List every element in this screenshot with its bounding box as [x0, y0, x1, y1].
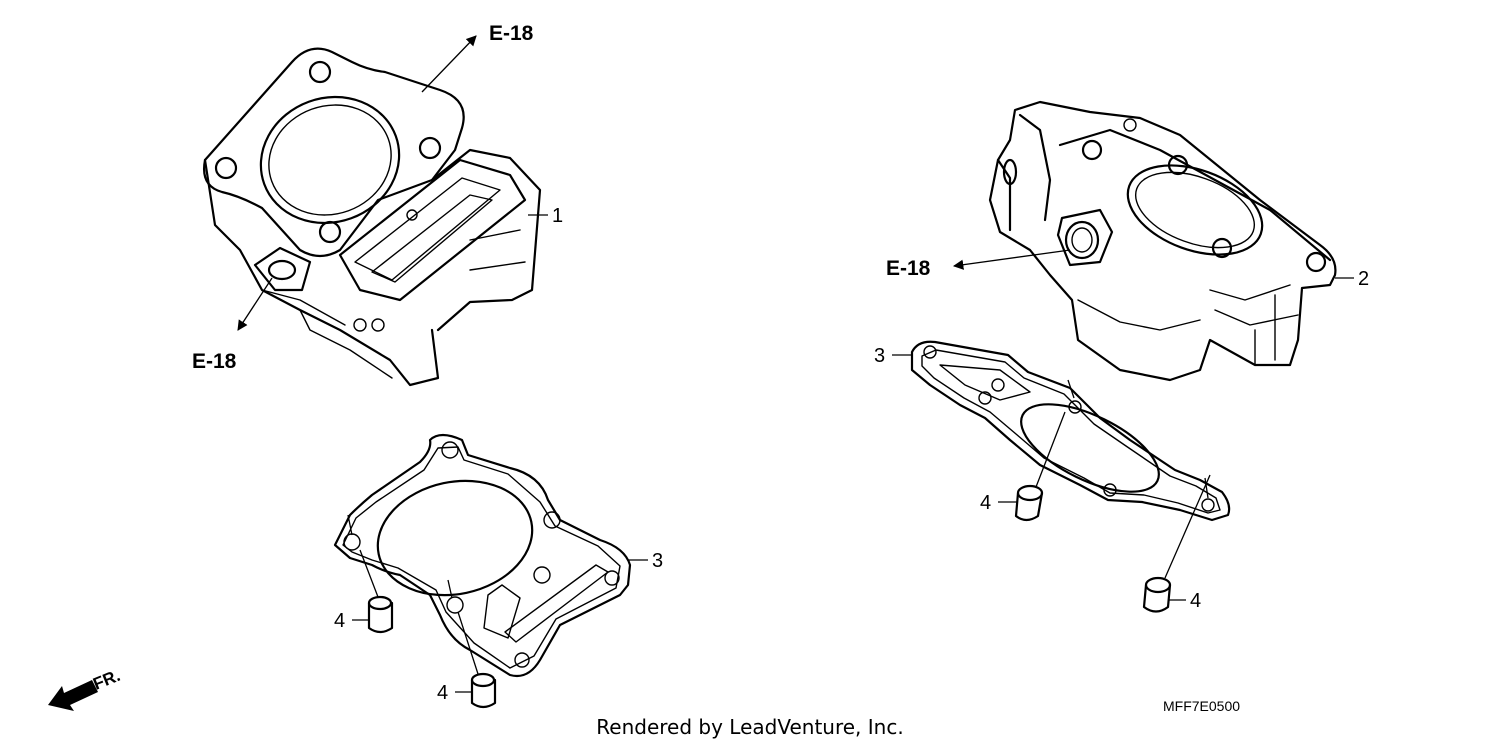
callout-4-right-lower: 4 [1190, 590, 1201, 612]
callout-3-right-gasket: 3 [874, 345, 885, 367]
credit-text: Rendered by LeadVenture, Inc. [596, 715, 904, 739]
callout-4-left-lower: 4 [437, 682, 448, 704]
callout-4-right-upper: 4 [980, 492, 991, 514]
gasket-right-drawing [910, 340, 1231, 522]
reference-label-right: E-18 [886, 257, 931, 280]
gasket-left-drawing [333, 433, 632, 678]
cylinder-right-drawing [988, 100, 1337, 382]
cylinder-left-drawing [203, 47, 542, 387]
callout-2: 2 [1358, 268, 1369, 290]
reference-arrows [237, 35, 1071, 331]
diagram-code: MFF7E0500 [1163, 698, 1240, 714]
callout-1: 1 [552, 205, 563, 227]
front-label: FR. [90, 666, 123, 694]
front-direction-indicator: FR. [48, 666, 123, 711]
reference-label-top: E-18 [489, 22, 534, 45]
callout-leaders [352, 214, 1354, 693]
reference-label-left: E-18 [192, 350, 237, 373]
callout-4-left-upper: 4 [334, 610, 345, 632]
front-arrow-icon [48, 680, 98, 711]
callout-3-left-gasket: 3 [652, 550, 663, 572]
dowels-left-drawing [347, 514, 497, 709]
dowels-right-drawing [1014, 379, 1211, 613]
